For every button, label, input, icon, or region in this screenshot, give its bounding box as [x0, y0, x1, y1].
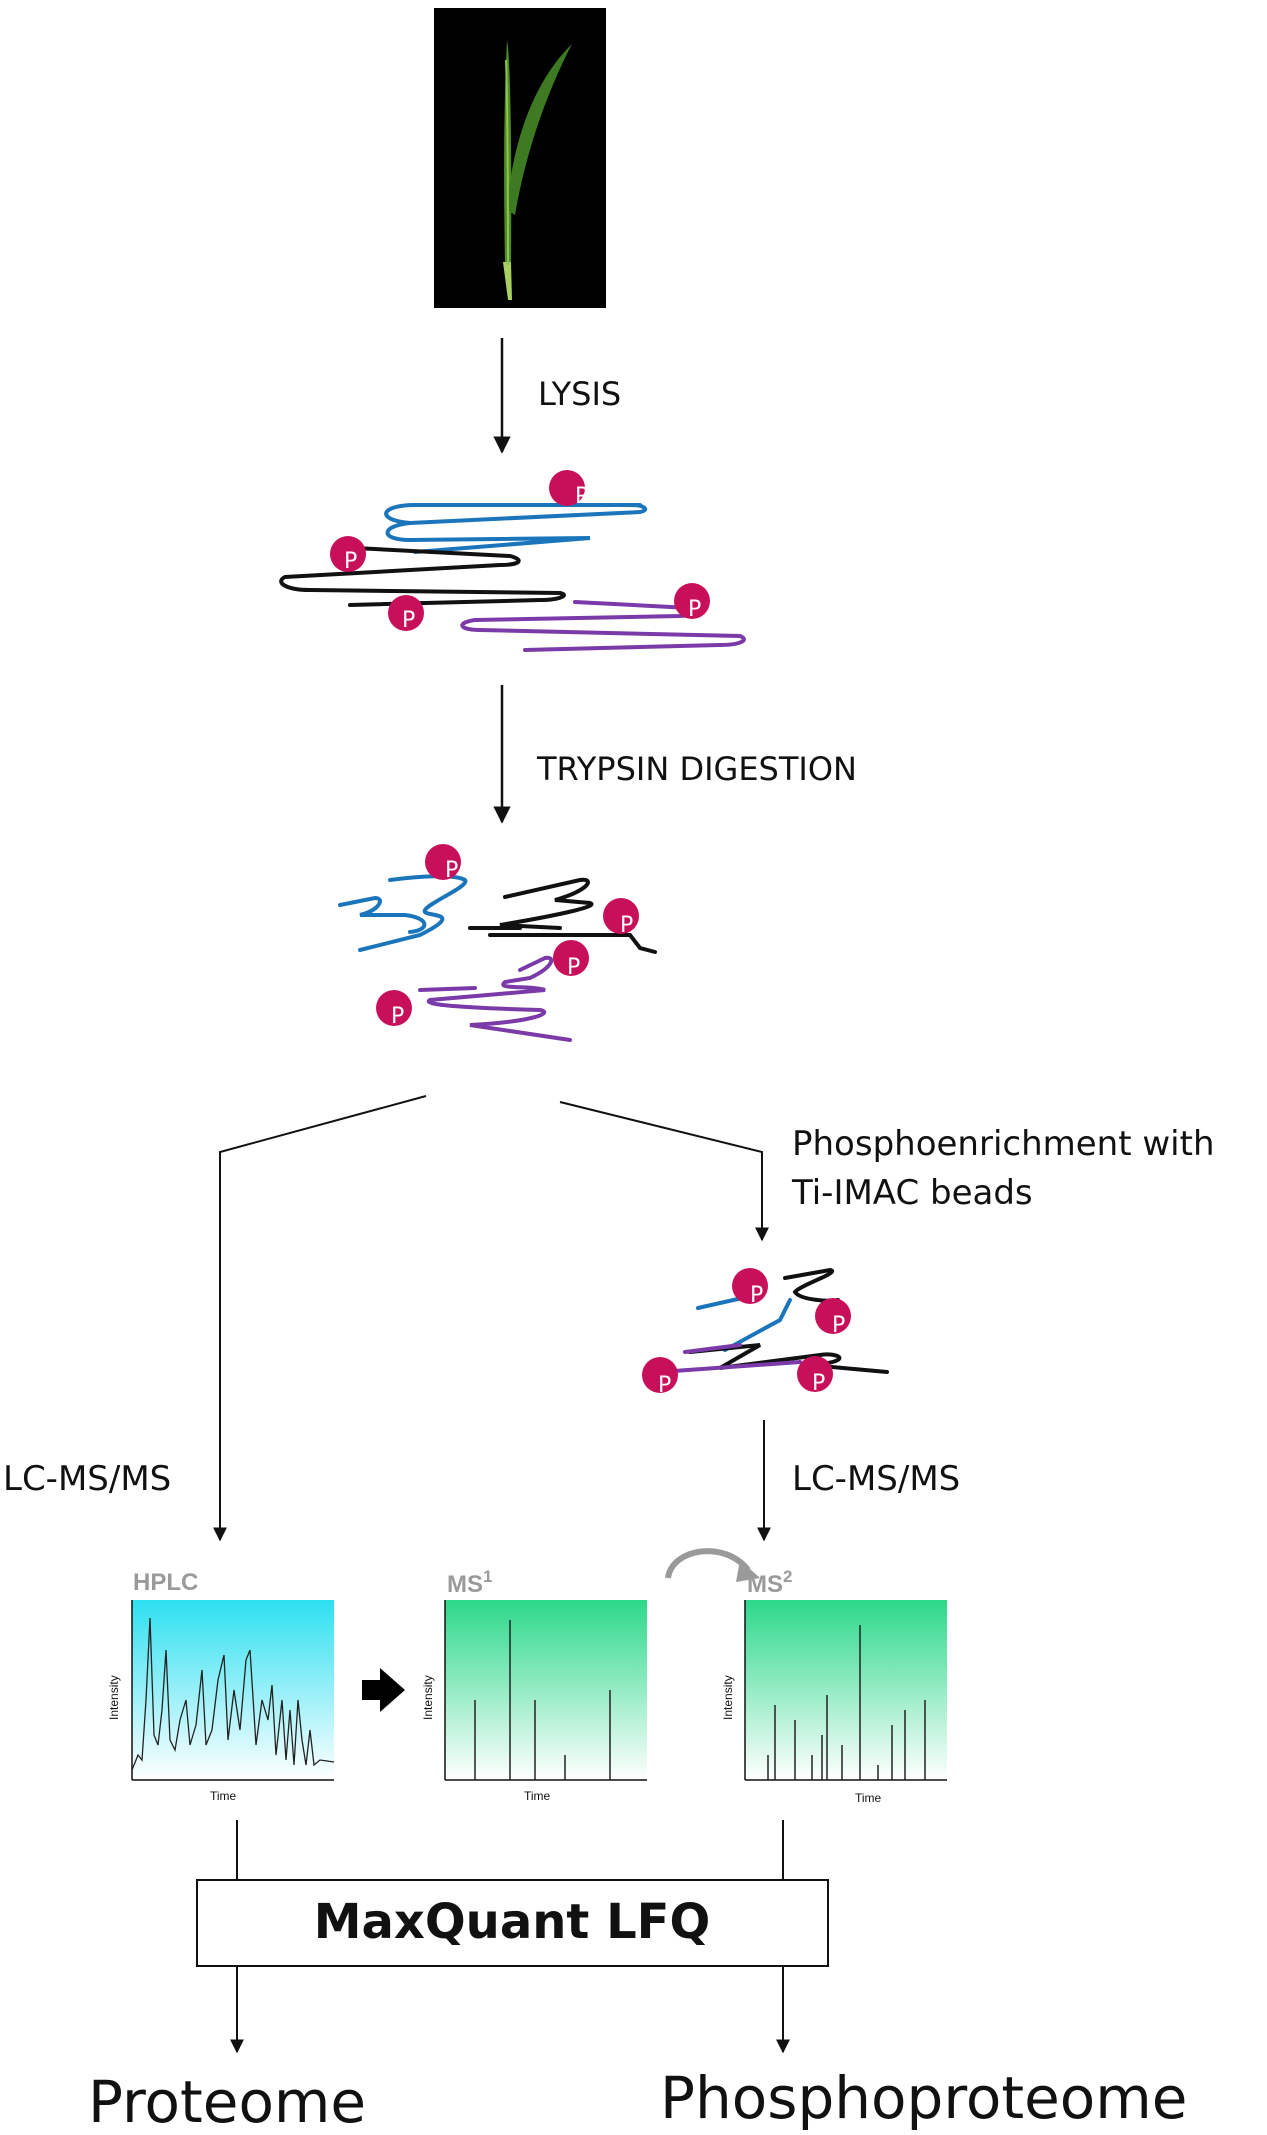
- ms1-xlabel: Time: [524, 1789, 551, 1803]
- enrichment-label-line2: Ti-IMAC beads: [791, 1173, 1033, 1213]
- phospho-marker: [425, 844, 461, 880]
- phospho-marker: [330, 536, 366, 572]
- phospho-marker: [815, 1298, 851, 1334]
- phospho-markers-peptides: P P P P: [376, 844, 639, 1029]
- flow-arrow-icon: [362, 1668, 405, 1712]
- phospho-marker: [376, 990, 412, 1026]
- phospho-marker-label: P: [445, 858, 458, 883]
- phospho-marker: [674, 583, 710, 619]
- hplc-ylabel: Intensity: [107, 1675, 121, 1720]
- ms2-peaks: [767, 1625, 926, 1780]
- ms1-peaks: [474, 1620, 611, 1780]
- hplc-chromatogram: HPLC Intensity Time: [107, 1569, 335, 1803]
- hplc-title: HPLC: [133, 1569, 198, 1596]
- maxquant-box: [196, 1879, 829, 1967]
- ms2-spectrum: MS2 Intensity Time: [721, 1567, 947, 1805]
- branch-right-connector: [559, 1101, 769, 1242]
- fragmentation-arrow-icon: [665, 1548, 751, 1579]
- lcms-left-label: LC-MS/MS: [3, 1459, 171, 1499]
- ms1-spectrum: MS1 Intensity Time: [421, 1567, 647, 1803]
- digested-peptides: [338, 874, 657, 1042]
- ms2-title: MS2: [747, 1567, 792, 1598]
- phospho-marker: [603, 898, 639, 934]
- lysis-label: LYSIS: [538, 375, 621, 413]
- phospho-markers-intact: P P P P: [330, 470, 710, 633]
- phospho-marker-label: P: [402, 608, 415, 633]
- ms1-title: MS1: [447, 1567, 492, 1598]
- plant-seedling-image: [434, 8, 606, 308]
- lcms-right-label: LC-MS/MS: [792, 1459, 960, 1499]
- phosphoproteome-output: Phosphoproteome: [660, 2064, 1187, 2132]
- phospho-marker-label: P: [812, 1371, 825, 1396]
- phospho-marker-label: P: [620, 913, 633, 938]
- maxquant-label: MaxQuant LFQ: [314, 1894, 711, 1950]
- phospho-marker: [553, 940, 589, 976]
- phospho-marker: [642, 1357, 678, 1393]
- ms2-xlabel: Time: [855, 1791, 882, 1805]
- phospho-marker-label: P: [750, 1283, 763, 1308]
- ms1-ylabel: Intensity: [421, 1675, 435, 1720]
- hplc-trace: [131, 1617, 335, 1771]
- proteome-output: Proteome: [88, 2068, 366, 2135]
- branch-left-connector: [213, 1095, 427, 1542]
- ms2-ylabel: Intensity: [721, 1675, 735, 1720]
- phospho-marker-label: P: [391, 1004, 404, 1029]
- phospho-marker-label: P: [658, 1373, 671, 1398]
- phospho-marker: [388, 595, 424, 631]
- phospho-marker-label: P: [832, 1313, 845, 1338]
- hplc-xlabel: Time: [210, 1789, 237, 1803]
- phospho-marker-label: P: [575, 484, 588, 509]
- phospho-markers-enriched: P P P P: [642, 1268, 851, 1398]
- intact-proteins: [279, 503, 746, 652]
- enrichment-label-line1: Phosphoenrichment with: [792, 1124, 1215, 1164]
- phospho-marker-label: P: [688, 597, 701, 622]
- phospho-marker: [732, 1268, 768, 1304]
- phospho-marker: [549, 470, 585, 506]
- enriched-phosphopeptides: [658, 1267, 889, 1374]
- phospho-marker-label: P: [344, 549, 357, 574]
- phospho-marker: [797, 1356, 833, 1392]
- trypsin-label: TRYPSIN DIGESTION: [536, 750, 857, 788]
- fragmentation-arrowhead: [736, 1560, 760, 1582]
- phospho-marker-label: P: [567, 955, 580, 980]
